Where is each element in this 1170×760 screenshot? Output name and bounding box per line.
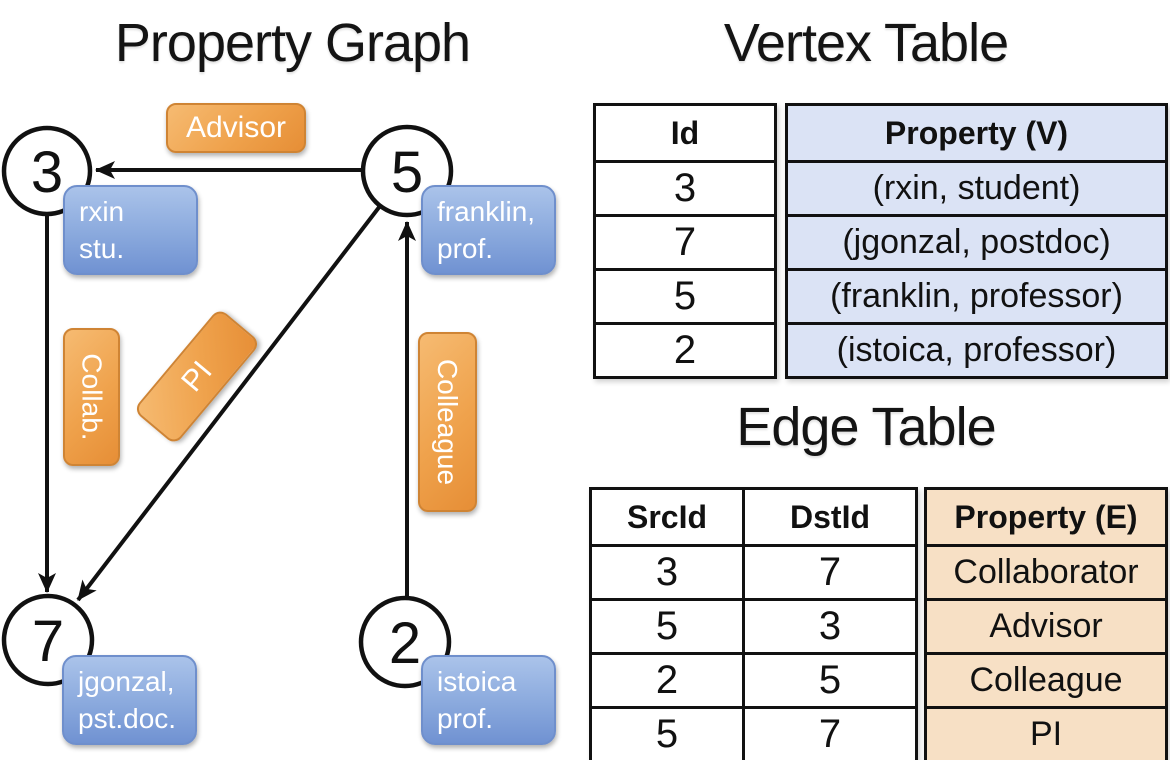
- vertex-box-rxin-line1: rxin: [79, 196, 125, 227]
- edge-table-dst-cell: 7: [742, 706, 915, 760]
- edge-table-title: Edge Table: [736, 397, 996, 457]
- vertex-table-property-cell: (rxin, student): [788, 160, 1165, 214]
- vertex-table-id-header: Id: [670, 114, 700, 151]
- edge-label-colleague: Colleague: [418, 332, 477, 512]
- edge-table-dst-cell: 3: [742, 598, 915, 652]
- edge-table: SrcId DstId 3 7 5 3 2 5 5 7 Property (E)…: [589, 487, 1168, 760]
- edge-label-pi-text: PI: [174, 354, 219, 398]
- edge-table-src-cell: 5: [592, 706, 742, 760]
- edge-table-property-cell: Advisor: [927, 598, 1165, 652]
- edge-table-property-column: Property (E) Collaborator Advisor Collea…: [924, 487, 1168, 760]
- vertex-box-franklin-line1: franklin,: [437, 196, 536, 227]
- edge-label-collaborator-text: Collab.: [76, 353, 108, 441]
- edge-table-src-cell: 3: [592, 544, 742, 598]
- edge-table-property-cell: Colleague: [927, 652, 1165, 706]
- vertex-table-id-cell: 7: [596, 214, 774, 268]
- edge-table-src-cell: 2: [592, 652, 742, 706]
- vertex-table-property-cell: (jgonzal, postdoc): [788, 214, 1165, 268]
- edge-label-collaborator: Collab.: [63, 328, 120, 466]
- edge-table-dst-header: DstId: [742, 490, 915, 544]
- vertex-box-franklin-line2: prof.: [437, 232, 494, 264]
- property-graph-title: Property Graph: [114, 13, 471, 73]
- edge-label-advisor: Advisor: [166, 103, 306, 153]
- node-id-3: 3: [31, 140, 63, 205]
- vertex-box-jgonzal-line2: pst.doc.: [78, 702, 177, 734]
- vertex-box-franklin: franklin, prof.: [421, 185, 556, 275]
- edge-label-advisor-text: Advisor: [185, 111, 287, 144]
- edge-line-pi: [76, 204, 382, 602]
- node-id-7: 7: [32, 609, 64, 674]
- vertex-table: Id 3 7 5 2 Property (V) (rxin, student) …: [593, 103, 1168, 379]
- edge-table-property-header: Property (E): [927, 490, 1165, 544]
- vertex-table-id-cell: 5: [596, 268, 774, 322]
- edge-table-property-cell: PI: [927, 706, 1165, 760]
- edge-table-src-header: SrcId: [626, 498, 708, 535]
- vertex-box-istoica: istoica prof.: [421, 655, 556, 745]
- vertex-box-rxin: rxin stu.: [63, 185, 198, 275]
- vertex-table-property-column: Property (V) (rxin, student) (jgonzal, p…: [785, 103, 1168, 379]
- edge-table-src-cell: 5: [592, 598, 742, 652]
- vertex-table-property-cell: (istoica, professor): [788, 322, 1165, 376]
- vertex-box-jgonzal-line1: jgonzal,: [78, 666, 175, 697]
- vertex-table-title: Vertex Table: [723, 13, 1009, 73]
- edge-label-colleague-text: Colleague: [432, 358, 464, 486]
- vertex-table-id-column: Id 3 7 5 2: [593, 103, 777, 379]
- edge-table-dst-cell: 7: [742, 544, 915, 598]
- vertex-table-id-cell: 2: [596, 322, 774, 376]
- edge-table-property-cell: Collaborator: [927, 544, 1165, 598]
- vertex-box-jgonzal: jgonzal, pst.doc.: [62, 655, 197, 745]
- vertex-box-istoica-line2: prof.: [437, 702, 494, 734]
- node-id-5: 5: [391, 140, 423, 205]
- vertex-table-property-cell: (franklin, professor): [788, 268, 1165, 322]
- vertex-box-istoica-line1: istoica: [437, 666, 517, 697]
- edge-table-dst-cell: 5: [742, 652, 915, 706]
- vertex-table-property-header: Property (V): [788, 106, 1165, 160]
- node-id-2: 2: [389, 611, 421, 676]
- vertex-box-rxin-line2: stu.: [79, 232, 125, 264]
- vertex-table-id-cell: 3: [596, 160, 774, 214]
- edge-table-id-columns: SrcId DstId 3 7 5 3 2 5 5 7: [589, 487, 918, 760]
